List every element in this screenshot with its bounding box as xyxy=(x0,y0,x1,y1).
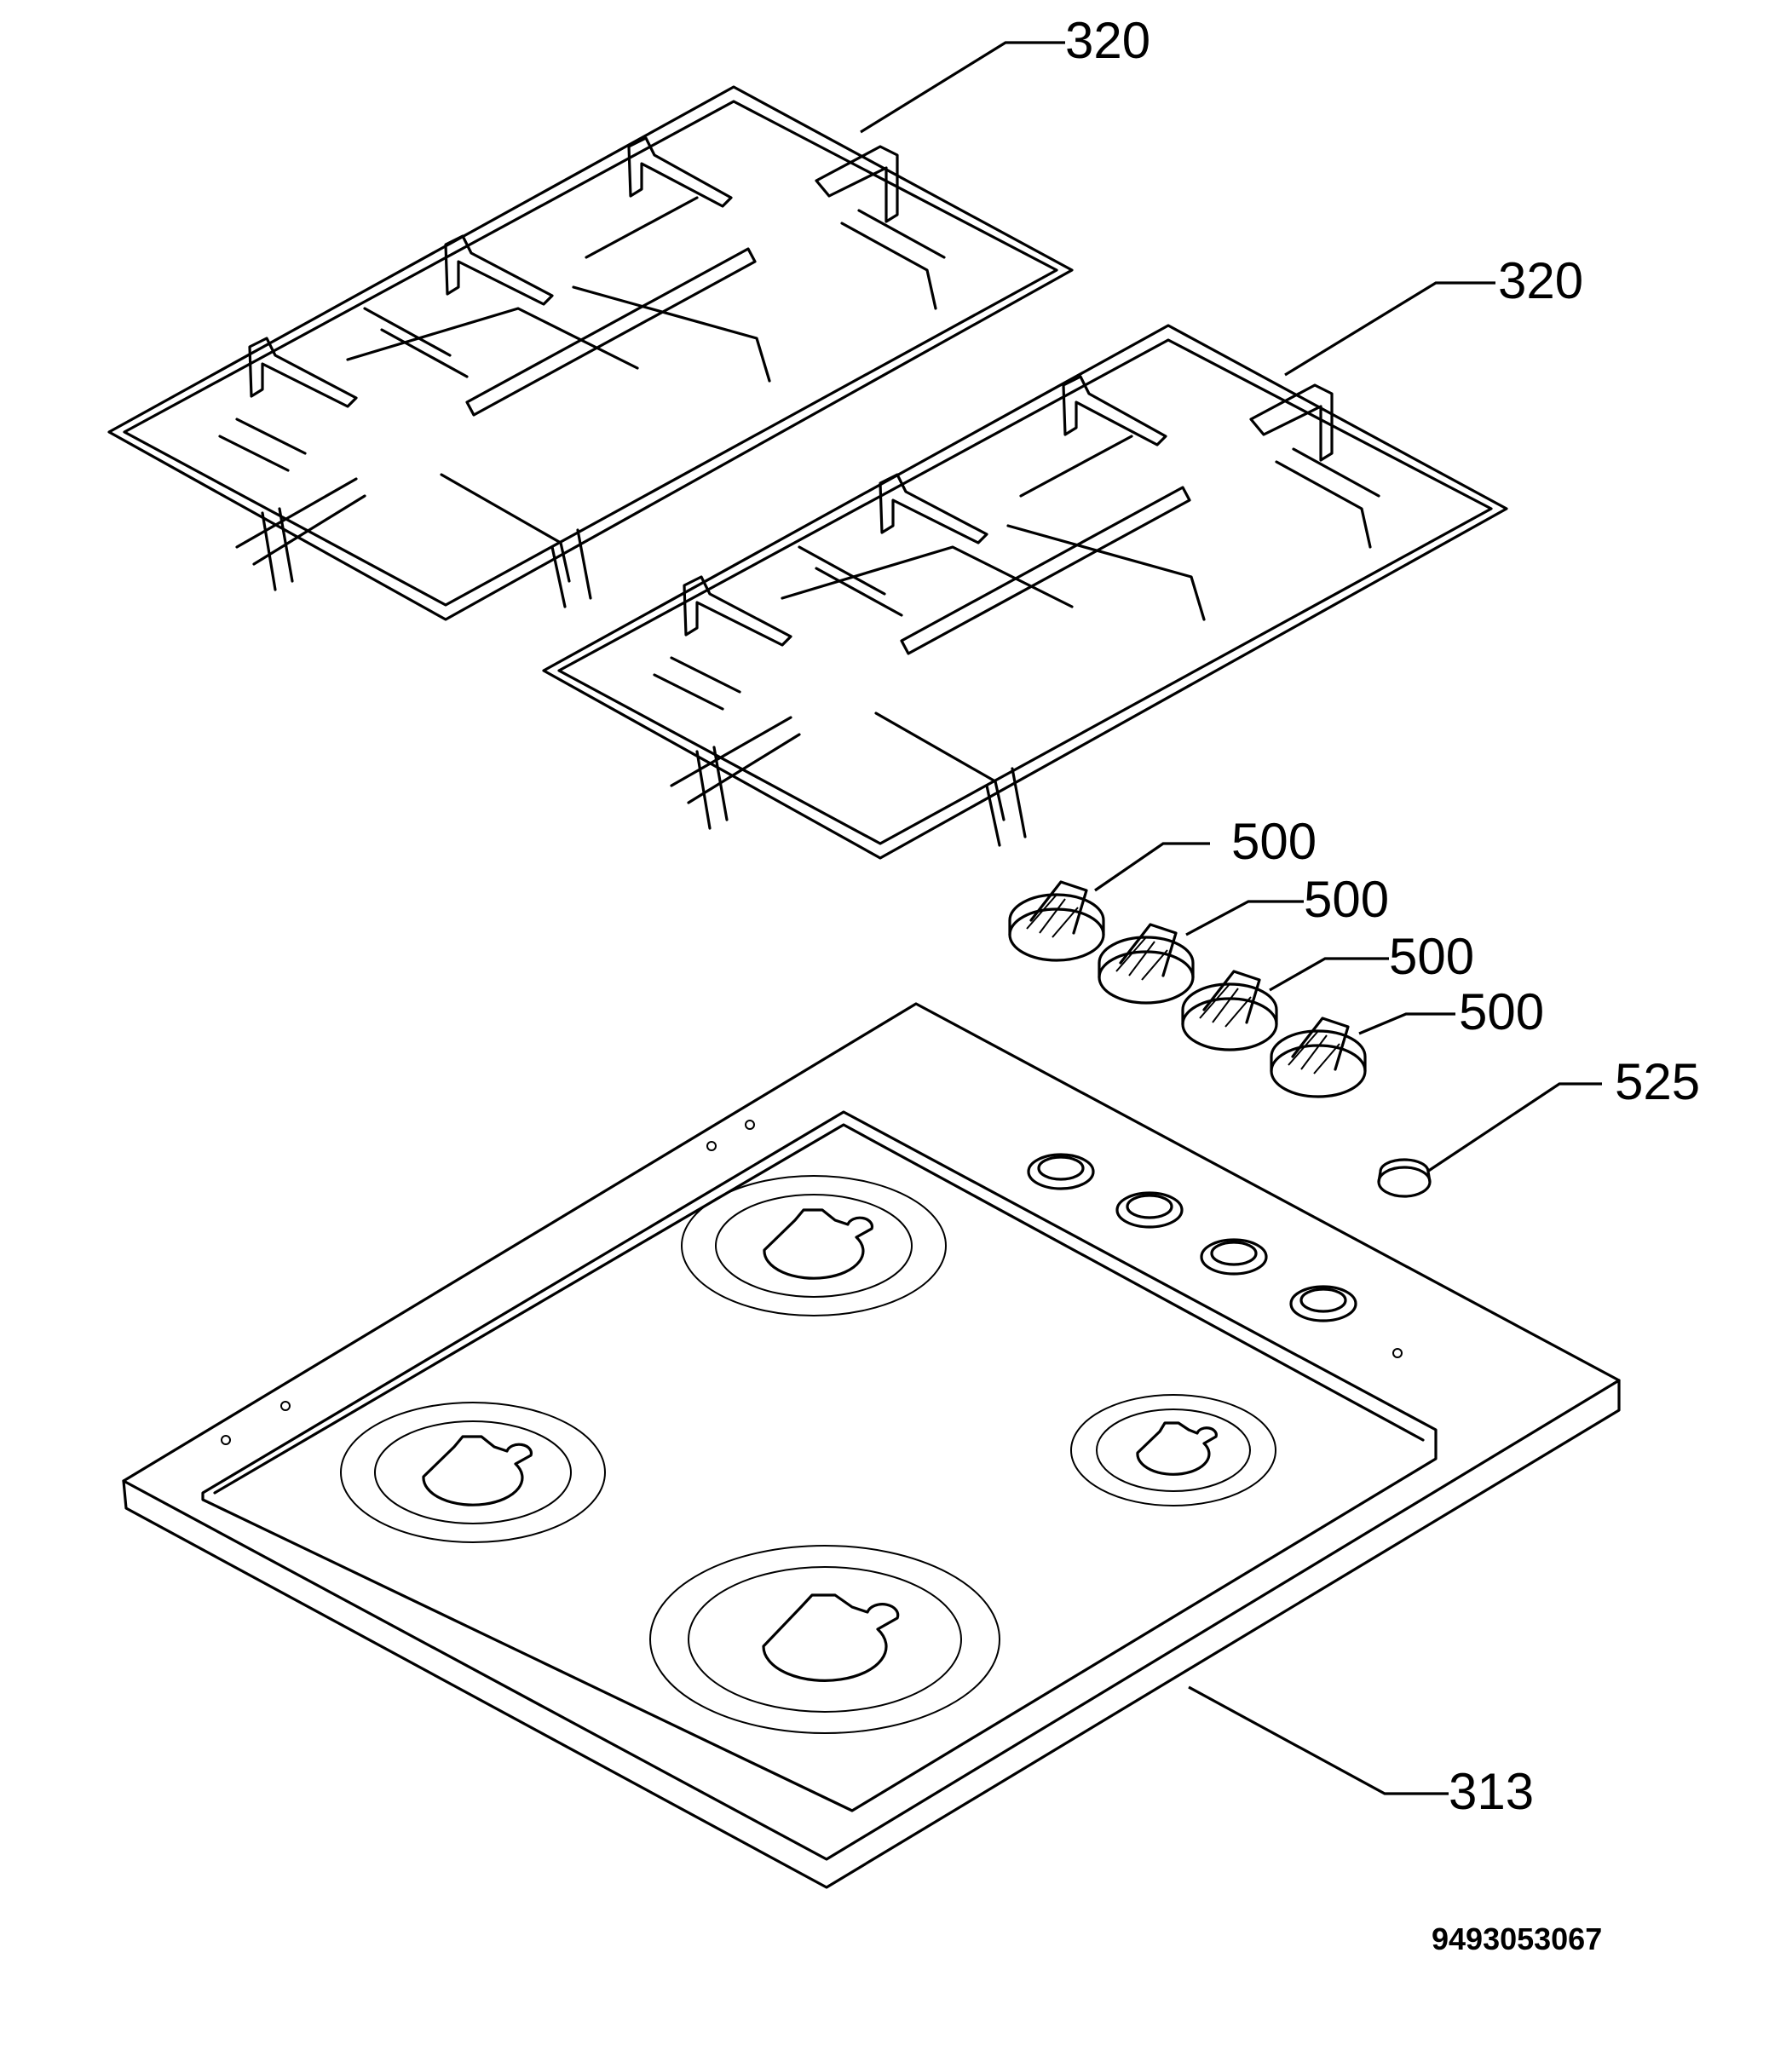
control-knob-3 xyxy=(1181,970,1278,1051)
label-knob-1: 500 xyxy=(1231,813,1317,870)
fixing-holes xyxy=(221,1120,1403,1445)
label-knob-2: 500 xyxy=(1304,871,1389,928)
control-knob-4 xyxy=(1270,1017,1367,1098)
pan-support-grate-lower xyxy=(542,324,1508,860)
burner-right xyxy=(1069,1393,1277,1507)
callout-lines xyxy=(860,41,1602,1795)
label-knob-4: 500 xyxy=(1459,983,1544,1040)
burner-left xyxy=(339,1401,607,1544)
hob-top-plate xyxy=(122,1002,1621,1889)
label-knob-3: 500 xyxy=(1389,928,1474,985)
document-number: 9493053067 xyxy=(1432,1921,1602,1956)
label-cap: 525 xyxy=(1615,1053,1700,1110)
control-knob-1 xyxy=(1008,880,1105,962)
control-knob-2 xyxy=(1098,923,1195,1005)
pan-support-grate-upper xyxy=(107,85,1074,621)
burner-front xyxy=(648,1544,1001,1735)
label-grate-lower: 320 xyxy=(1498,252,1583,309)
label-hob: 313 xyxy=(1449,1763,1534,1820)
cap-part xyxy=(1377,1158,1432,1198)
label-grate-upper: 320 xyxy=(1065,12,1150,69)
